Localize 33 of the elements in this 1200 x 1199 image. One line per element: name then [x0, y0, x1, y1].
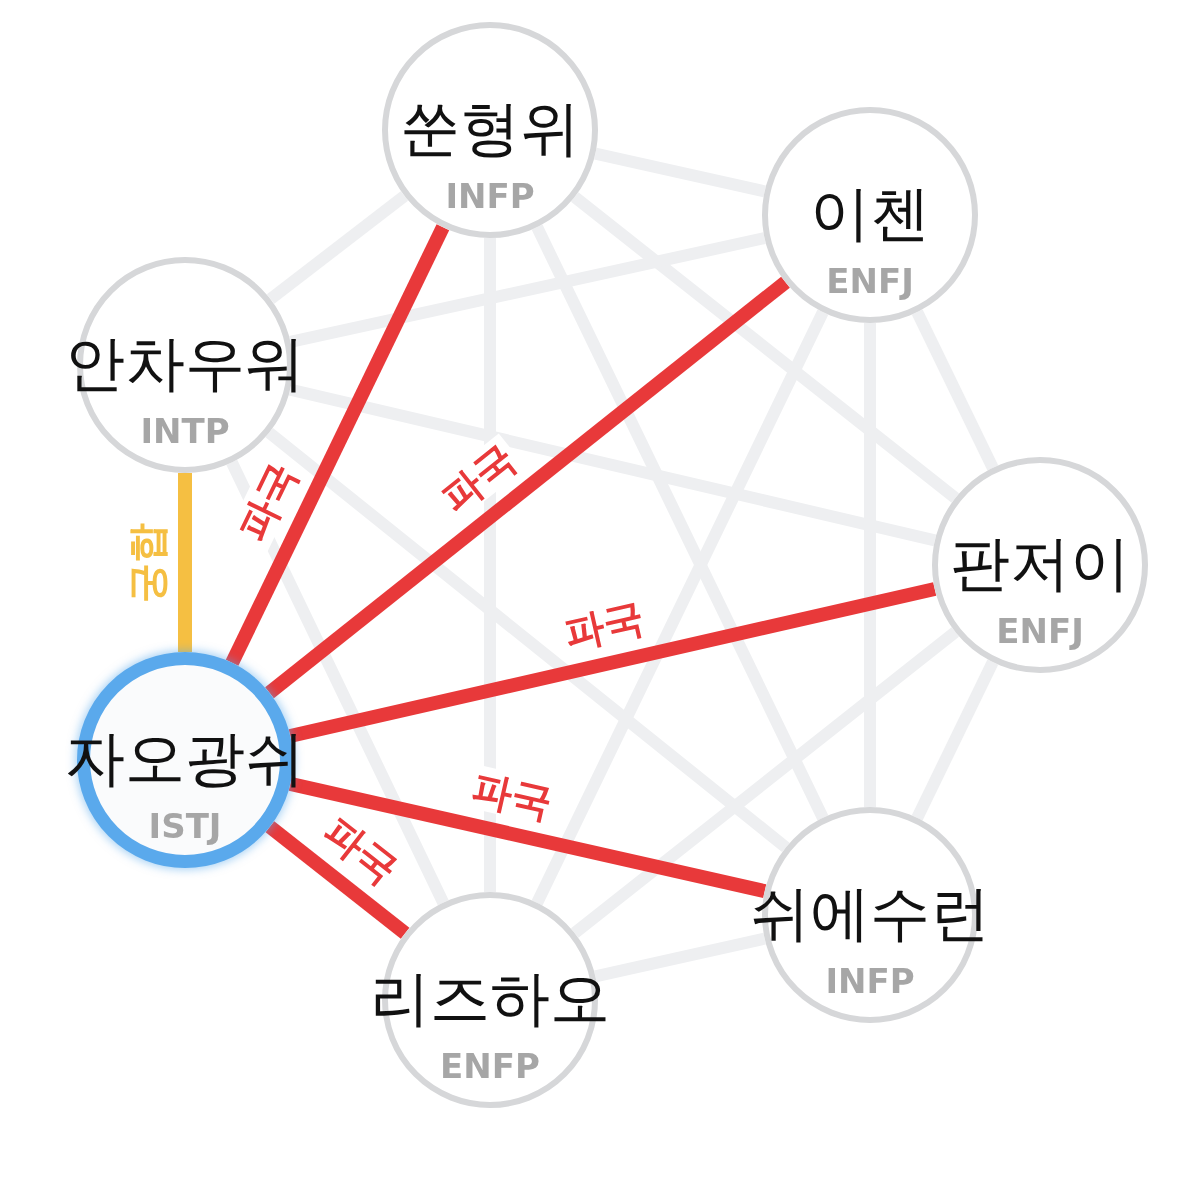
mbti-type: INFP — [444, 175, 536, 217]
mbti-type: ENFP — [439, 1045, 541, 1087]
connector-line — [288, 582, 937, 743]
connector-line — [266, 191, 409, 304]
connector-line — [226, 459, 449, 906]
connector-line — [289, 232, 766, 348]
person-name: 리즈하오 — [369, 962, 611, 1034]
person-name: 안차우워 — [64, 327, 306, 399]
connector-line — [265, 276, 790, 699]
connector-line — [178, 473, 192, 652]
person-name: 쑨형위 — [399, 92, 581, 164]
person-name: 이첸 — [809, 177, 931, 249]
connector-line — [288, 383, 937, 547]
mbti-type: ENFJ — [825, 260, 915, 302]
connector-line — [864, 323, 876, 807]
mbti-type: ENFJ — [995, 610, 1085, 652]
connector-line — [570, 192, 960, 503]
connector-line — [288, 776, 767, 899]
person-name: 판저이 — [949, 527, 1131, 599]
connector-line — [484, 238, 496, 892]
connector-line — [911, 659, 999, 821]
mbti-type: INFP — [824, 960, 916, 1002]
connector-line — [911, 309, 999, 471]
connector-line — [531, 224, 829, 821]
connector-line — [265, 821, 410, 939]
mbti-type: INTP — [139, 410, 231, 452]
connector-line — [594, 147, 766, 198]
connector-line — [594, 932, 766, 983]
person-name: 쉬에수런 — [749, 877, 991, 949]
connector-line — [265, 427, 790, 853]
connector-line — [570, 627, 960, 938]
connector-line — [531, 309, 829, 906]
connector-line — [225, 224, 450, 666]
